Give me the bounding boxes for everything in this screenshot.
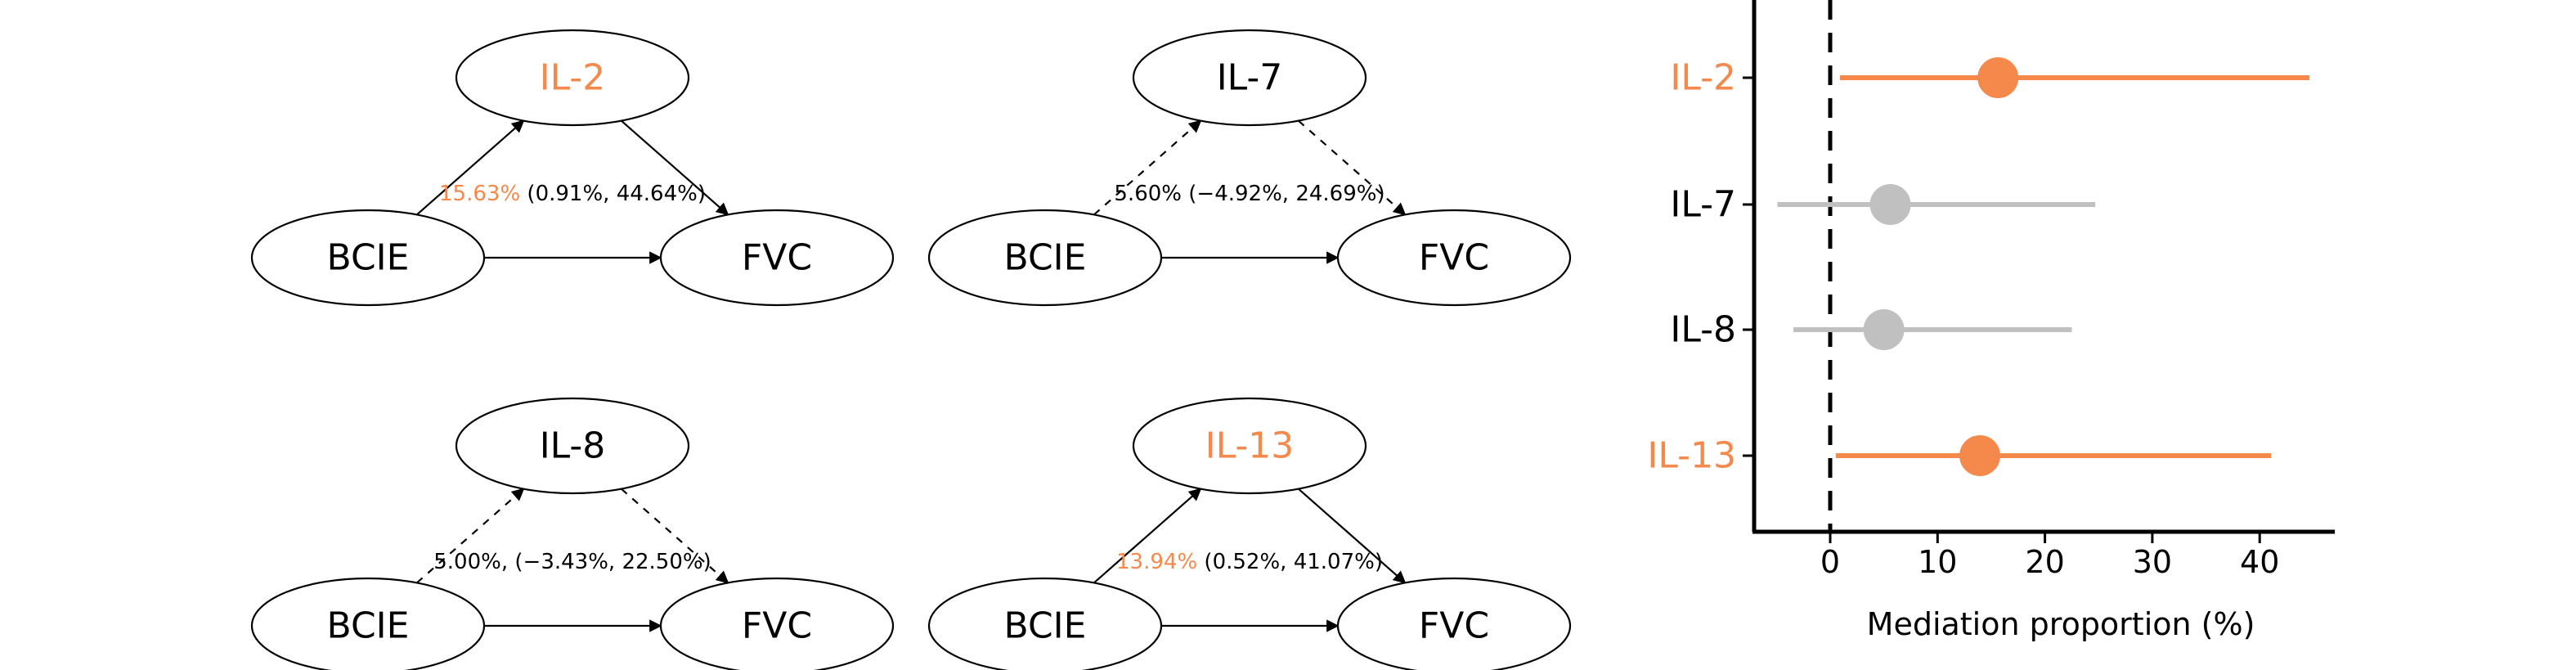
indirect-effect-label: 15.63% (0.91%, 44.64%)	[439, 182, 706, 206]
outcome-node-label: FVC	[742, 237, 812, 279]
mediator-node-ellipse	[455, 29, 690, 127]
x-tick-label: 30	[2133, 544, 2172, 580]
exposure-node-ellipse	[250, 577, 486, 670]
path-a-arrow	[1093, 119, 1202, 216]
outcome-node-ellipse	[659, 209, 895, 307]
indirect-effect-label: 5.00%, (−3.43%, 22.50%)	[433, 550, 711, 574]
path-b-arrow	[1298, 488, 1407, 584]
outcome-node-ellipse	[659, 577, 895, 670]
outcome-node-label: FVC	[1419, 237, 1489, 279]
outcome-node-ellipse	[1336, 209, 1572, 307]
outcome-node-label: FVC	[1419, 605, 1489, 647]
effect-estimate: 15.63%	[439, 182, 520, 206]
category-label: IL-2	[1670, 57, 1736, 99]
exposure-node-ellipse	[927, 209, 1163, 307]
category-label: IL-8	[1670, 309, 1736, 351]
effect-ci: (−4.92%, 24.69%)	[1182, 182, 1385, 206]
mediator-node-ellipse	[1132, 29, 1367, 127]
path-b-arrow	[1298, 119, 1407, 216]
exposure-node-ellipse	[250, 209, 486, 307]
mediator-node-label: IL-2	[540, 57, 606, 99]
path-a-arrow	[416, 488, 525, 584]
mediator-node-ellipse	[455, 397, 690, 495]
effect-estimate: 5.60%	[1114, 182, 1182, 206]
category-label: IL-7	[1670, 184, 1736, 226]
effect-estimate: 13.94%	[1116, 550, 1197, 574]
x-axis-title: Mediation proportion (%)	[1867, 606, 2255, 642]
effect-ci: (0.52%, 41.07%)	[1197, 550, 1383, 574]
exposure-node-label: BCIE	[327, 237, 410, 279]
point-estimate	[1959, 435, 2001, 476]
point-estimate	[1869, 184, 1911, 225]
path-b-arrow	[621, 488, 729, 584]
path-a-arrow	[416, 119, 525, 216]
effect-estimate: 5.00%,	[433, 550, 508, 574]
x-tick-label: 10	[1918, 544, 1957, 580]
x-tick-label: 20	[2025, 544, 2064, 580]
exposure-node-label: BCIE	[1004, 605, 1087, 647]
indirect-effect-label: 5.60% (−4.92%, 24.69%)	[1114, 182, 1384, 206]
path-b-arrow	[621, 119, 729, 216]
mediator-node-label: IL-8	[540, 425, 606, 467]
category-label: IL-13	[1647, 435, 1736, 477]
outcome-node-ellipse	[1336, 577, 1572, 670]
exposure-node-label: BCIE	[1004, 237, 1087, 279]
x-tick-label: 40	[2240, 544, 2279, 580]
path-a-arrow	[1093, 488, 1202, 584]
effect-ci: (−3.43%, 22.50%)	[508, 550, 711, 574]
mediator-node-label: IL-13	[1205, 425, 1295, 467]
outcome-node-label: FVC	[742, 605, 812, 647]
point-estimate	[1863, 309, 1905, 350]
point-estimate	[1977, 57, 2019, 98]
exposure-node-ellipse	[927, 577, 1163, 670]
effect-ci: (0.91%, 44.64%)	[520, 182, 706, 206]
x-tick-label: 0	[1820, 544, 1840, 580]
mediator-node-label: IL-7	[1217, 57, 1283, 99]
indirect-effect-label: 13.94% (0.52%, 41.07%)	[1116, 550, 1383, 574]
exposure-node-label: BCIE	[327, 605, 410, 647]
mediator-node-ellipse	[1132, 397, 1367, 495]
